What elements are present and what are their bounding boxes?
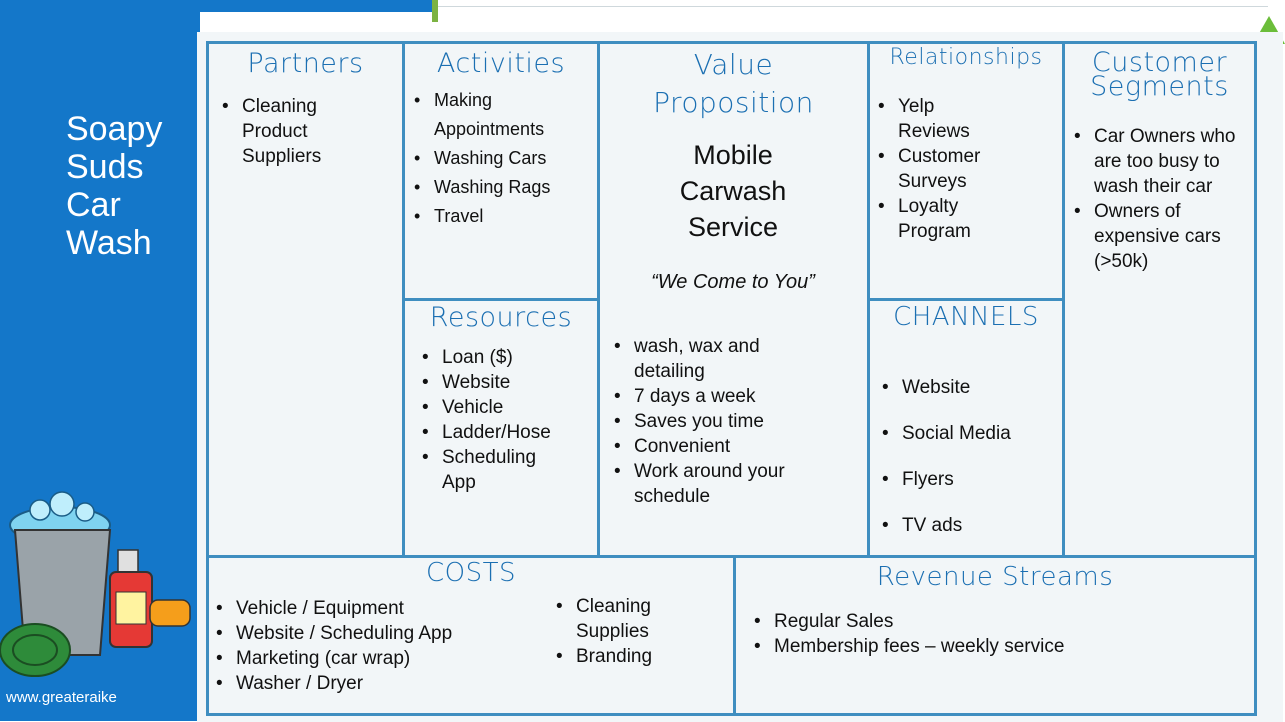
car-wash-bucket-icon <box>0 491 191 677</box>
activities-heading: Activities <box>436 48 566 79</box>
list-item: Washer / Dryer <box>214 671 544 696</box>
customer-segments-list: Car Owners who are too busy to wash thei… <box>1072 124 1244 274</box>
relationships-list: Yelp Reviews Customer Surveys Loyalty Pr… <box>876 94 1036 244</box>
list-item: Owners of expensive cars (>50k) <box>1072 199 1244 274</box>
list-item: 7 days a week <box>612 384 822 409</box>
customer-heading-line-1: Customer <box>1091 47 1228 78</box>
list-item: Ladder/Hose <box>420 420 592 445</box>
revenue-heading: Revenue Streams <box>876 562 1114 592</box>
value-title-line: Service <box>687 212 779 242</box>
list-item: Car Owners who are too busy to wash thei… <box>1072 124 1244 199</box>
list-item: Scheduling App <box>420 445 562 495</box>
list-item: Saves you time <box>612 409 822 434</box>
resources-heading: Resources <box>429 302 573 333</box>
accent-bar <box>200 0 432 12</box>
list-item: Loyalty Program <box>876 194 998 244</box>
list-item: Social Media <box>880 411 1060 457</box>
list-item: Website / Scheduling App <box>214 621 544 646</box>
list-item: Branding <box>554 644 724 669</box>
relationships-heading: Relationships <box>889 45 1043 70</box>
top-divider <box>438 6 1268 7</box>
grid-line <box>206 41 209 716</box>
resources-list: Loan ($) Website Vehicle Ladder/Hose Sch… <box>420 345 592 495</box>
list-item: Cleaning Product Suppliers <box>220 94 380 169</box>
costs-list-right: Cleaning Supplies Branding <box>554 594 724 669</box>
value-proposition-title: Mobile Carwash Service <box>600 137 866 245</box>
list-item: Yelp Reviews <box>876 94 978 144</box>
value-list: wash, wax and detailing 7 days a week Sa… <box>612 334 822 509</box>
list-item: Travel <box>412 202 592 231</box>
list-item: Cleaning Supplies <box>554 594 686 644</box>
list-item: Washing Rags <box>412 173 554 202</box>
list-item: Vehicle <box>420 395 592 420</box>
title-line: Car <box>66 186 121 224</box>
grid-line <box>206 713 1256 716</box>
list-item: Regular Sales <box>752 609 1232 634</box>
value-slogan: “We Come to You” <box>651 271 815 293</box>
grid-line <box>733 555 736 715</box>
list-item: Work around your schedule <box>612 459 794 509</box>
value-title-line: Mobile <box>693 140 773 170</box>
list-item: Loan ($) <box>420 345 592 370</box>
list-item: TV ads <box>880 503 1060 549</box>
list-item: Making Appointments <box>412 86 592 144</box>
list-item: Website <box>880 365 1060 411</box>
list-item: Marketing (car wrap) <box>214 646 544 671</box>
title-line: Wash <box>66 224 152 262</box>
partners-heading: Partners <box>247 48 364 79</box>
costs-list-left: Vehicle / Equipment Website / Scheduling… <box>214 596 544 696</box>
list-item: Convenient <box>612 434 822 459</box>
list-item: Washing Cars <box>412 144 554 173</box>
list-item: Flyers <box>880 457 1060 503</box>
activities-list: Making Appointments Washing Cars Washing… <box>412 86 592 231</box>
list-item: Membership fees – weekly service <box>752 634 1232 659</box>
slide-title: Soapy Suds Car Wash <box>66 110 162 262</box>
value-title-line: Carwash <box>679 176 787 206</box>
channels-heading: CHANNELS <box>893 302 1039 332</box>
partners-list: Cleaning Product Suppliers <box>220 94 380 169</box>
title-line: Soapy <box>66 110 163 148</box>
grid-line <box>1254 41 1257 716</box>
title-line: Suds <box>66 148 144 186</box>
grid-line <box>402 298 600 301</box>
list-item: Vehicle / Equipment <box>214 596 544 621</box>
grid-line <box>206 555 1256 558</box>
customer-heading-line-2: Segments <box>1090 71 1229 102</box>
list-item: wash, wax and detailing <box>612 334 804 384</box>
accent-bar-green <box>432 0 438 22</box>
value-heading-line-1: Value <box>693 48 774 81</box>
grid-line <box>867 298 1065 301</box>
value-heading-line-2: Proposition <box>653 86 814 119</box>
costs-heading: COSTS <box>425 558 516 588</box>
channels-list: Website Social Media Flyers TV ads <box>880 365 1060 549</box>
list-item: Website <box>420 370 592 395</box>
list-item: Customer Surveys <box>876 144 998 194</box>
grid-line <box>206 41 1256 44</box>
revenue-list: Regular Sales Membership fees – weekly s… <box>752 609 1232 659</box>
website-url: www.greateraike <box>6 689 117 706</box>
